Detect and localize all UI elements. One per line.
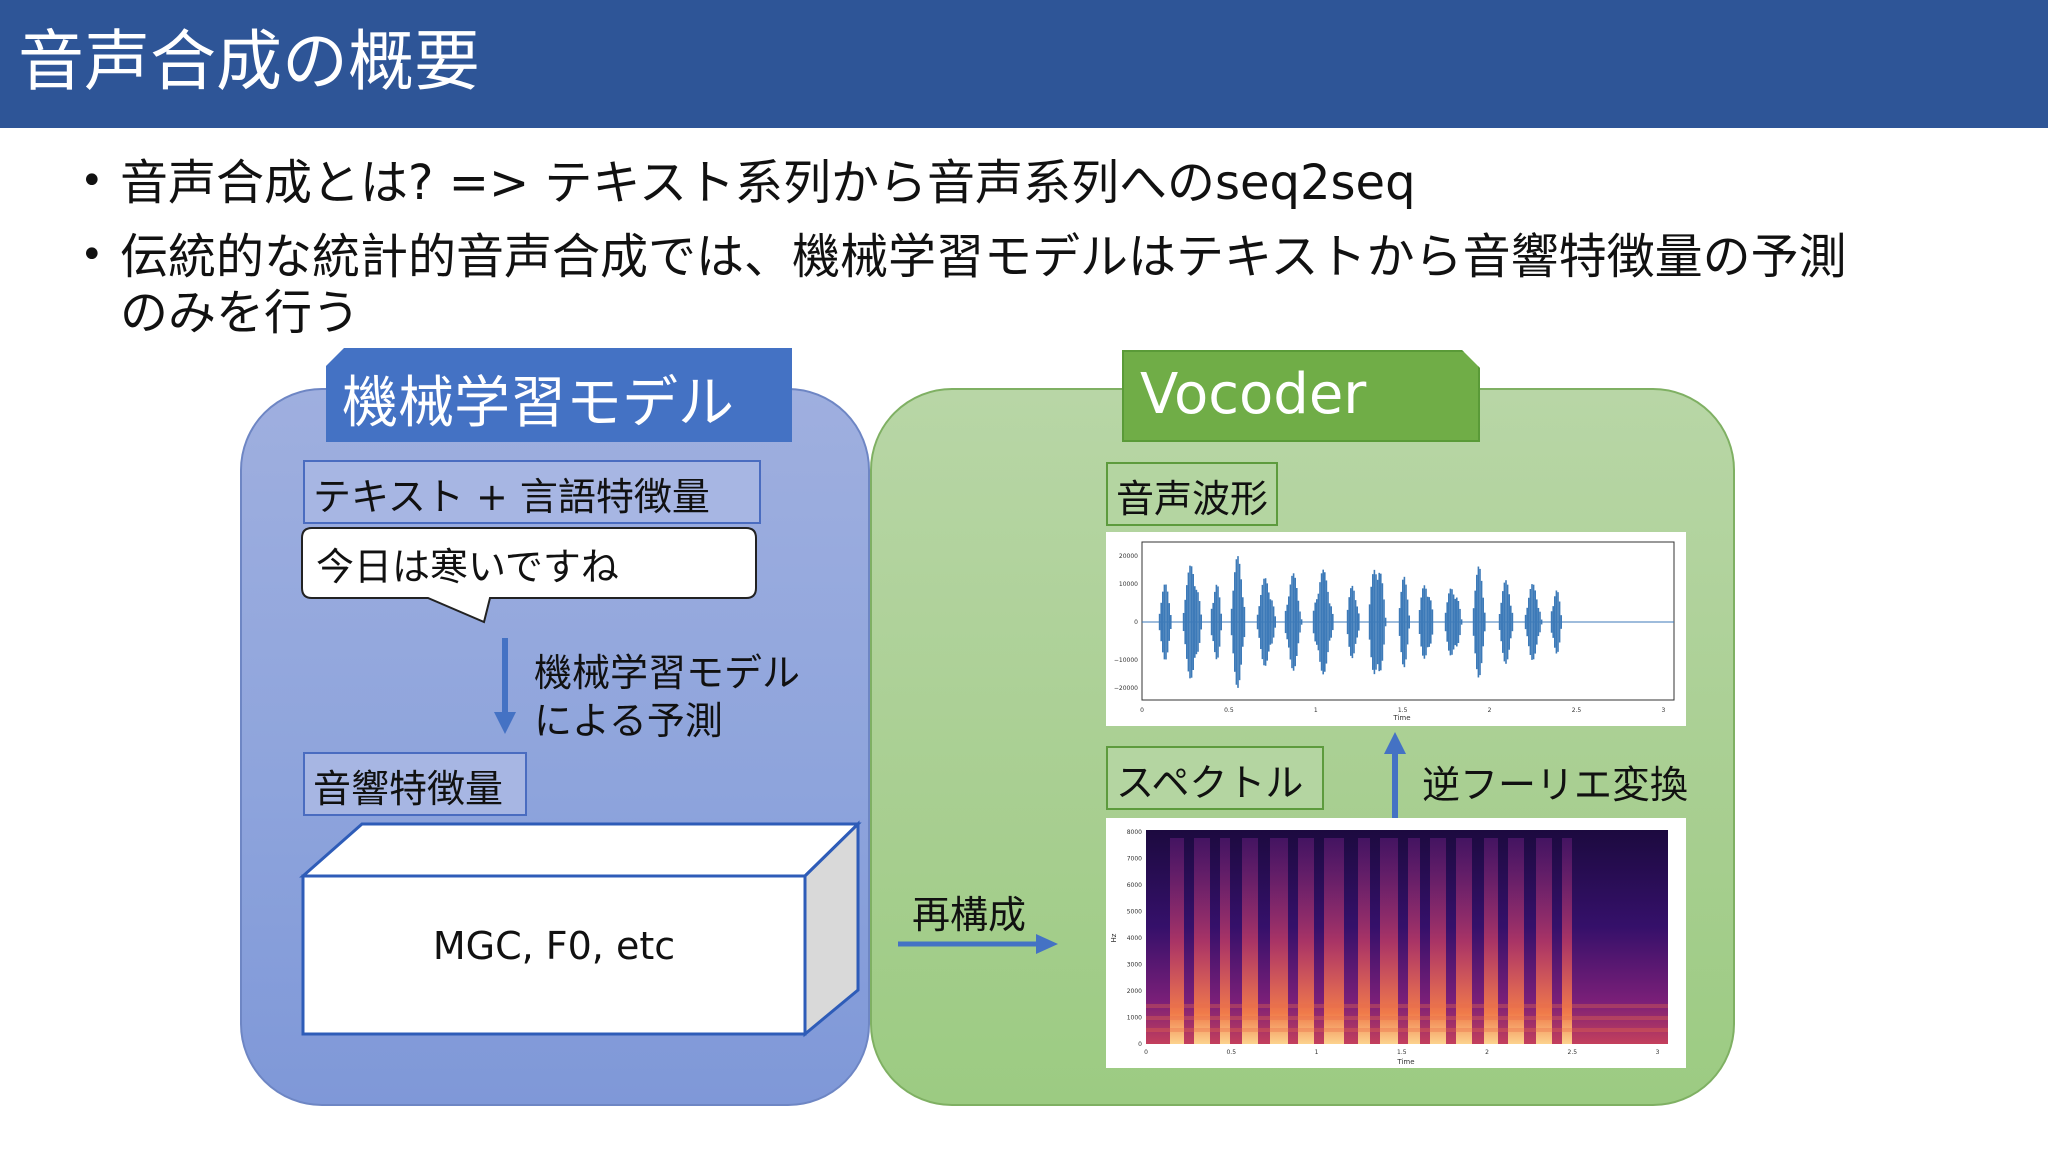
- spectrogram-y-tick: 6000: [1127, 882, 1142, 889]
- spectrogram-x-tick: 2.5: [1568, 1049, 1578, 1056]
- inverse-fourier-label: 逆フーリエ変換: [1422, 763, 1689, 807]
- waveform-x-tick: 2.5: [1572, 707, 1582, 714]
- waveform-y-tick: −20000: [1114, 685, 1138, 692]
- spectrogram-harmonic: [1146, 1016, 1668, 1020]
- spectrogram-band: [1430, 838, 1446, 1044]
- up-arrow: [1384, 732, 1406, 822]
- speech-bubble-text: 今日は寒いですね: [316, 545, 619, 589]
- waveform-plot: 20000 10000 0 −10000 −20000 0 0.5 1 1.5 2 2.5 3 Ti…: [1106, 532, 1686, 726]
- spectrogram-band: [1298, 838, 1314, 1044]
- waveform-y-ticks: 20000 10000 0 −10000 −20000: [1114, 553, 1138, 692]
- waveform-envelope: [1158, 556, 1563, 688]
- waveform-x-tick: 0.5: [1224, 707, 1234, 714]
- acoustic-features-label: 音響特徴量: [303, 752, 527, 816]
- spectrogram-band: [1242, 838, 1258, 1044]
- spectrogram-harmonic: [1146, 1004, 1668, 1008]
- spectrogram-y-tick: 0: [1138, 1041, 1142, 1048]
- spectrogram-y-tick: 7000: [1127, 856, 1142, 863]
- spectrogram-band: [1536, 838, 1552, 1044]
- spectrogram-band: [1508, 838, 1524, 1044]
- waveform-y-tick: 10000: [1119, 581, 1138, 588]
- spectrogram-band: [1562, 838, 1572, 1044]
- spectrogram-y-tick: 8000: [1127, 829, 1142, 836]
- spectrogram-y-ticks: 8000 7000 6000 5000 4000 3000 2000 1000 0: [1127, 829, 1142, 1048]
- speech-bubble-shape: [301, 527, 757, 624]
- spectrogram-ylabel: Hz: [1110, 933, 1118, 942]
- spectrogram-band: [1380, 838, 1398, 1044]
- waveform-xlabel: Time: [1392, 714, 1410, 722]
- waveform-x-ticks: 0 0.5 1 1.5 2 2.5 3: [1140, 707, 1665, 714]
- waveform-x-tick: 1: [1314, 707, 1318, 714]
- slide-title: 音声合成の概要: [18, 23, 480, 100]
- ml-model-tag: 機械学習モデル: [326, 348, 792, 442]
- spectrogram-y-tick: 1000: [1127, 1015, 1142, 1022]
- spectrogram-x-tick: 0.5: [1226, 1049, 1236, 1056]
- spectrogram-x-tick: 1.5: [1397, 1049, 1407, 1056]
- spectrogram-band: [1324, 838, 1344, 1044]
- spectrogram-y-tick: 2000: [1127, 988, 1142, 995]
- bullet-1: 音声合成とは? => テキスト系列から音声系列へのseq2seq: [120, 155, 1416, 211]
- right-arrow: [898, 934, 1058, 954]
- waveform-y-tick: 20000: [1119, 553, 1138, 560]
- spectrogram-x-ticks: 0 0.5 1 1.5 2 2.5 3: [1144, 1049, 1660, 1056]
- feature-box-3d: [299, 820, 862, 1038]
- spectrogram-y-tick: 5000: [1127, 909, 1142, 916]
- spectrogram-band: [1194, 838, 1210, 1044]
- spectrogram-plot: 8000 7000 6000 5000 4000 3000 2000 1000 0 0 0.5 1 1…: [1106, 818, 1686, 1068]
- bullet-marker: •: [80, 158, 104, 204]
- vocoder-tag: Vocoder: [1122, 350, 1480, 442]
- spectrogram-x-tick: 0: [1144, 1049, 1148, 1056]
- down-arrow: [494, 638, 516, 734]
- text-linguistic-features-label: テキスト + 言語特徴量: [303, 460, 761, 524]
- bullet-2: 伝統的な統計的音声合成では、機械学習モデルはテキストから音響特徴量の予測: [120, 229, 1847, 285]
- prediction-label-line1: 機械学習モデル: [534, 651, 801, 695]
- title-bar: [0, 0, 2048, 128]
- waveform-y-tick: 0: [1134, 619, 1138, 626]
- spectrogram-band: [1484, 838, 1498, 1044]
- spectrogram-band: [1270, 838, 1288, 1044]
- spectrogram-bands: [1146, 838, 1668, 1044]
- waveform-x-tick: 0: [1140, 707, 1144, 714]
- spectrum-label: スペクトル: [1106, 746, 1324, 810]
- waveform-x-tick: 3: [1661, 707, 1665, 714]
- prediction-label-line2: による予測: [534, 699, 723, 743]
- feature-box-text: MGC, F0, etc: [432, 924, 676, 968]
- spectrogram-band: [1170, 838, 1184, 1044]
- bullet-2-continued: のみを行う: [120, 285, 361, 341]
- spectrogram-band: [1220, 838, 1230, 1044]
- waveform-x-tick: 1.5: [1398, 707, 1408, 714]
- spectrogram-xlabel: Time: [1396, 1058, 1414, 1066]
- spectrogram-y-tick: 3000: [1127, 962, 1142, 969]
- bullet-marker: •: [80, 232, 104, 278]
- spectrogram-x-tick: 2: [1485, 1049, 1489, 1056]
- waveform-x-tick: 2: [1488, 707, 1492, 714]
- spectrogram-band: [1358, 838, 1370, 1044]
- spectrogram-x-tick: 3: [1656, 1049, 1660, 1056]
- spectrogram-band: [1408, 838, 1420, 1044]
- waveform-label: 音声波形: [1106, 462, 1278, 526]
- spectrogram-y-tick: 4000: [1127, 935, 1142, 942]
- spectrogram-harmonic: [1146, 1028, 1668, 1032]
- spectrogram-x-tick: 1: [1315, 1049, 1319, 1056]
- waveform-y-tick: −10000: [1114, 657, 1138, 664]
- reconstruction-label: 再構成: [912, 893, 1027, 937]
- spectrogram-band: [1456, 838, 1472, 1044]
